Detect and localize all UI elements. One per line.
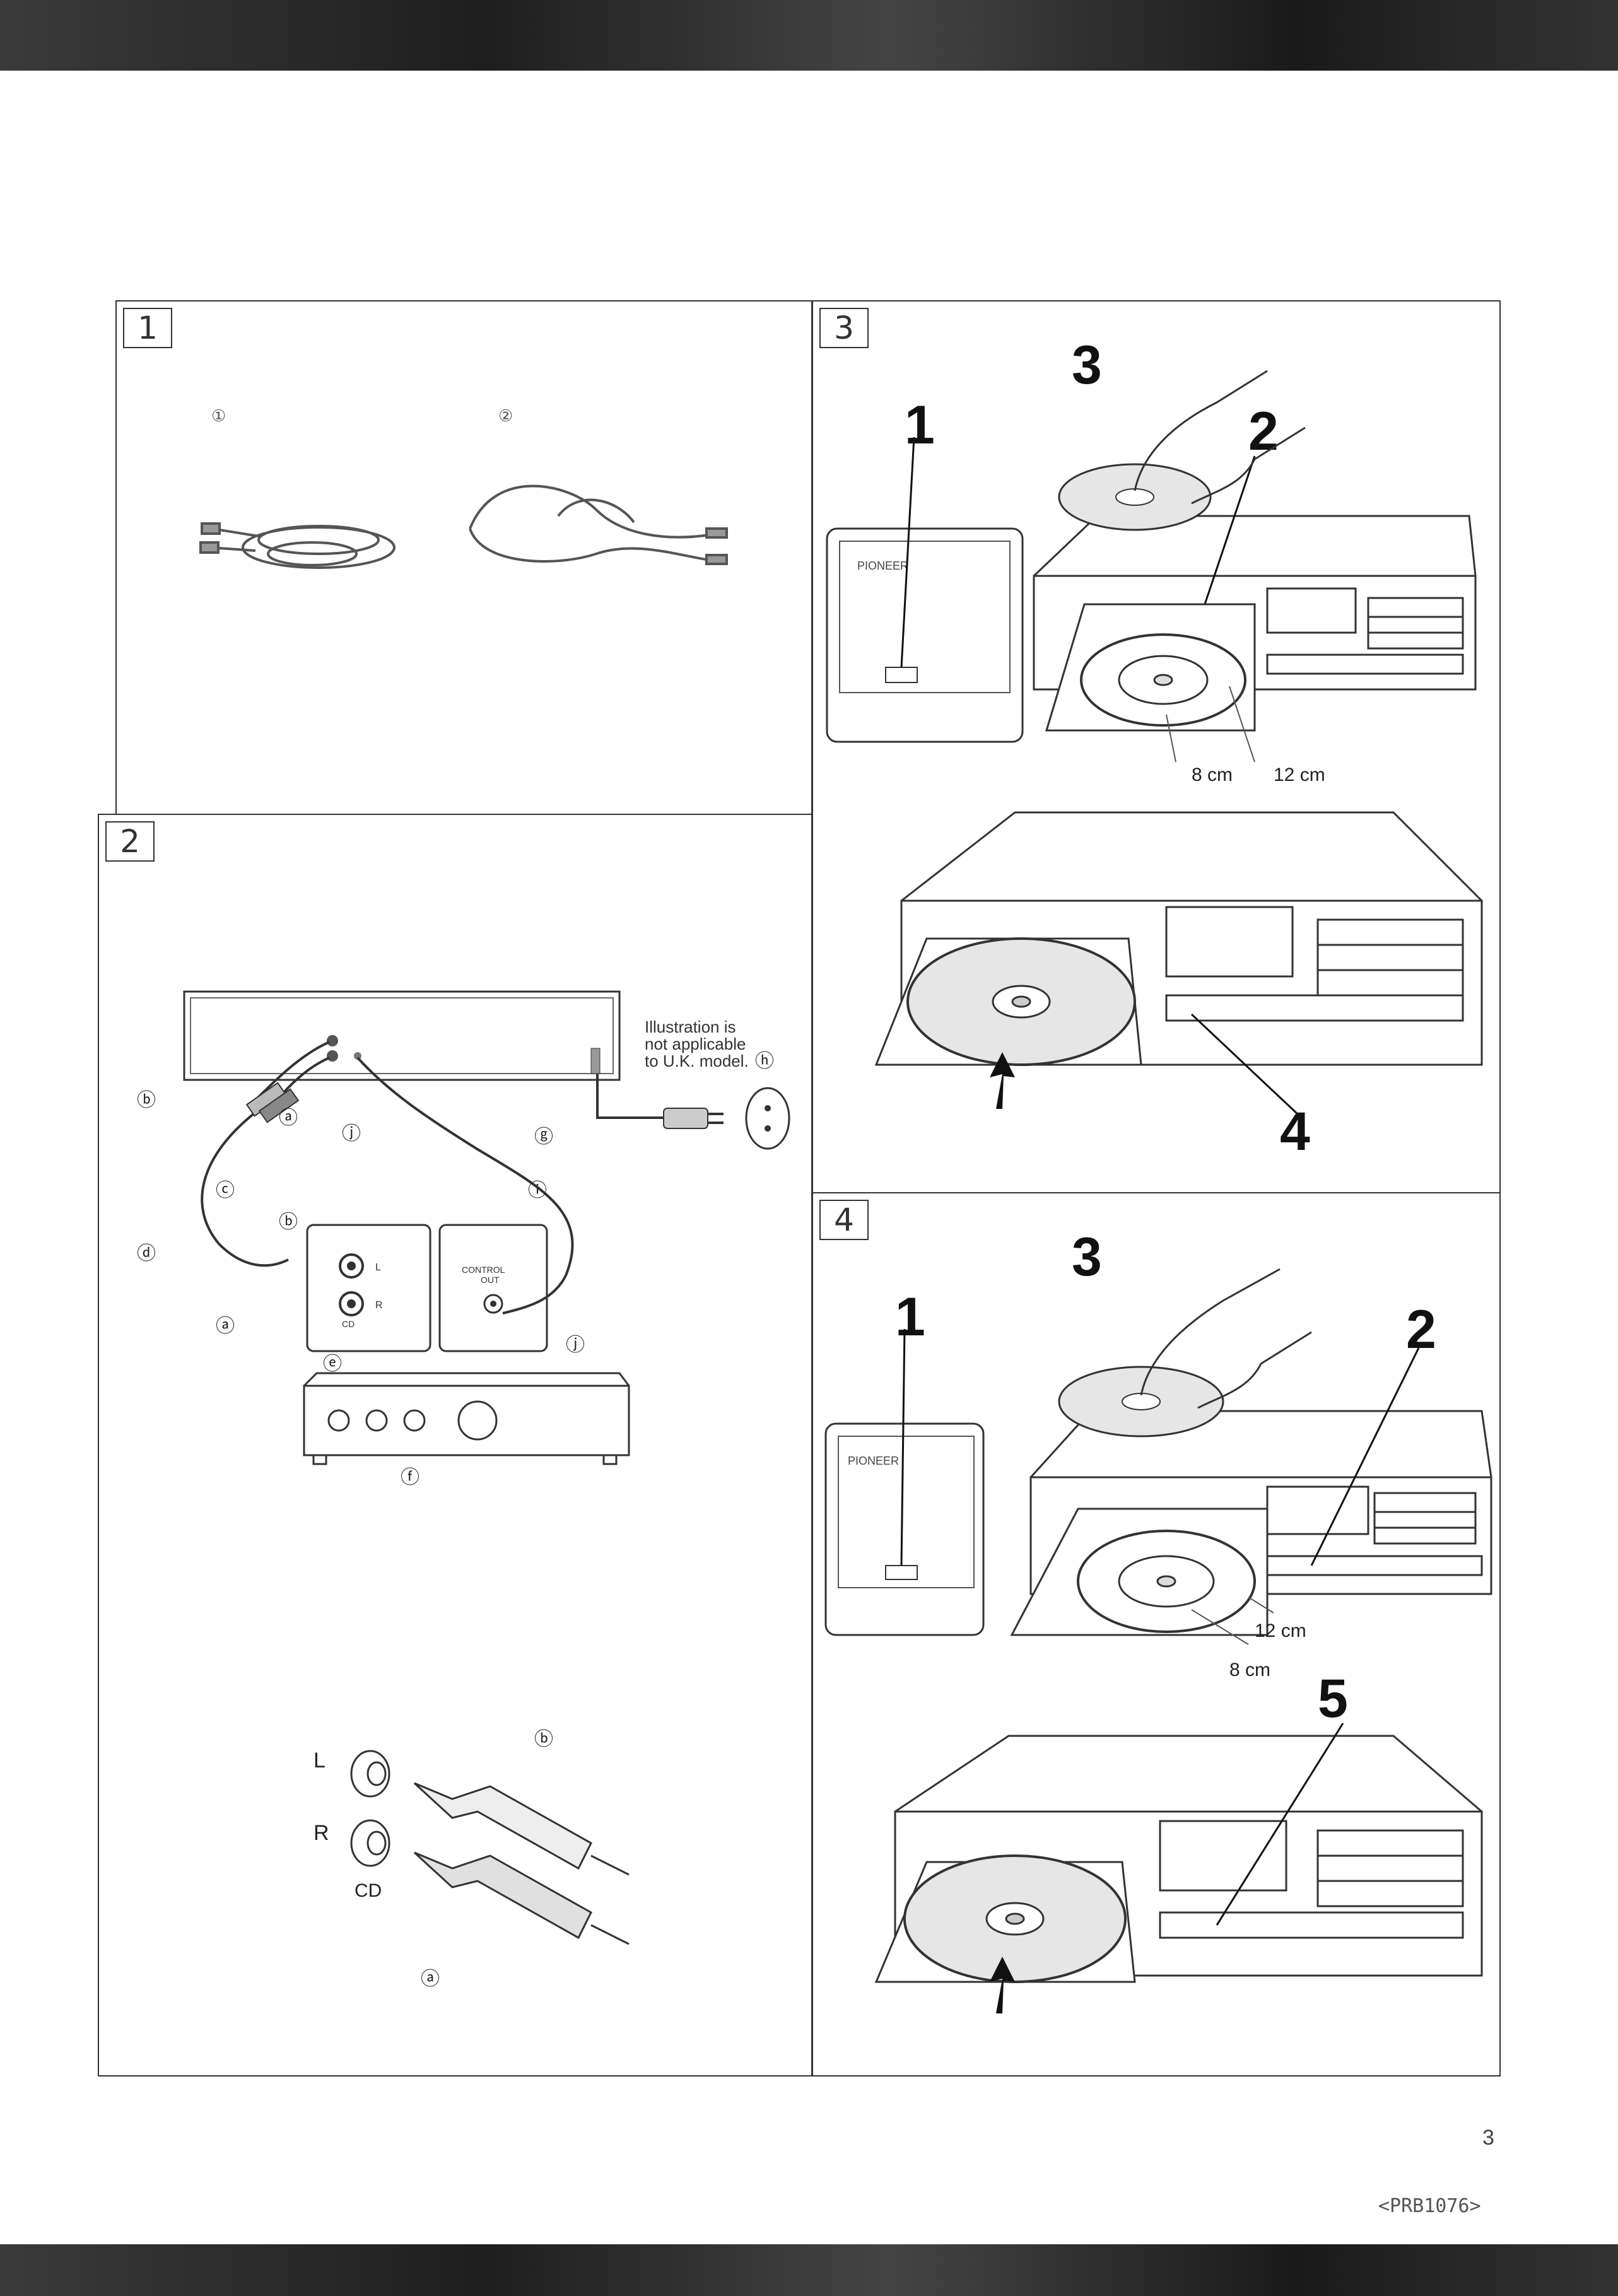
- panel-4-loading-single: 4 1 2 3 5 PIONEER: [812, 1192, 1501, 2076]
- front-panel-inset: PIONEER: [826, 436, 1024, 743]
- size-8cm-label: 8 cm: [1192, 764, 1233, 785]
- open-close-button-icon: [885, 667, 918, 683]
- step-1-label: 1: [905, 395, 935, 455]
- label-f: ⓕ: [401, 1467, 419, 1488]
- step-5-label: 5: [1318, 1668, 1348, 1729]
- control-cable-icon: [469, 484, 728, 565]
- label-e: ⓔ: [323, 1354, 342, 1374]
- cd-player-tray-closing: [874, 811, 1483, 1116]
- bottom-scan-band: [0, 2244, 1618, 2296]
- audio-cable-icon: [199, 522, 396, 569]
- panel-number: 2: [105, 821, 155, 862]
- control-in-jack: [354, 1052, 361, 1060]
- jack-cd-label: CD: [342, 1319, 355, 1329]
- disc-in-hand-icon: [1058, 370, 1306, 531]
- label-a-lower: ⓐ: [216, 1316, 235, 1337]
- label-a: ⓐ: [279, 1108, 298, 1128]
- document-code: <PRB1076>: [1378, 2195, 1481, 2217]
- size-12cm-label: 12 cm: [1255, 1620, 1306, 1641]
- panel-number: 4: [819, 1200, 869, 1240]
- note-line-3: to U.K. model.: [645, 1051, 749, 1070]
- label-i: ⓘ: [528, 1180, 547, 1201]
- single-loading-illustration: 1 2 3 5 PIONEER: [824, 1227, 1492, 2013]
- label-j: ⓙ: [342, 1123, 361, 1144]
- accessories-illustration: ① ②: [199, 406, 728, 569]
- note-line-2: not applicable: [645, 1034, 746, 1053]
- panel-1-accessories: 1 ① ②: [115, 300, 812, 815]
- step-3-label: 3: [1072, 1227, 1102, 1287]
- player-rear-panel: [183, 990, 621, 1081]
- page-number: 3: [1482, 2126, 1494, 2150]
- disc-loading-illustration: 1 2 3 4 PIONEER: [826, 335, 1483, 1162]
- step-3-label: 3: [1072, 335, 1102, 395]
- plug-a-upper: [258, 1088, 300, 1123]
- control-out-label: CONTROL: [462, 1265, 505, 1275]
- open-close-button-icon: [885, 1565, 918, 1580]
- panel-2-connections: 2 Illustration is not applicable to U.K.…: [98, 814, 812, 2076]
- wall-outlet-icon: [745, 1087, 790, 1150]
- cd-player-open-tray: [1010, 1347, 1492, 1645]
- step-2-label: 2: [1406, 1299, 1436, 1360]
- svg-text:OUT: OUT: [481, 1275, 500, 1285]
- jack-l-label: L: [375, 1262, 381, 1273]
- jack-r-label: R: [375, 1300, 383, 1311]
- push-arrow-icon: [990, 1957, 1015, 2013]
- output-jack-l: [327, 1035, 338, 1046]
- panel-number: 1: [123, 308, 172, 348]
- cd-player-tray-closing: [874, 1723, 1483, 1983]
- note-line-1: Illustration is: [645, 1017, 736, 1036]
- amp-control-out-inset: CONTROL OUT: [438, 1224, 548, 1352]
- plug-l-label: L: [314, 1748, 325, 1772]
- rca-plug-closeup: [350, 1750, 630, 1945]
- panel-3-loading-disc: 3 1 2 3 4 PIONEER: [812, 300, 1501, 1193]
- item-1-marker: ①: [211, 406, 226, 425]
- cd-player-open-tray: [1033, 455, 1477, 763]
- label-d: ⓓ: [137, 1243, 156, 1264]
- amplifier-icon: [303, 1372, 630, 1465]
- cables: [201, 1041, 664, 1315]
- push-arrow-icon: [990, 1052, 1015, 1109]
- label-h: ⓗ: [755, 1051, 774, 1072]
- label-j-lower: ⓙ: [566, 1335, 585, 1356]
- brand-label: PIONEER: [857, 559, 908, 572]
- brand-label: PIONEER: [848, 1455, 899, 1467]
- power-plug-icon: [663, 1087, 790, 1150]
- label-a-closeup: ⓐ: [421, 1969, 440, 1989]
- panel-number: 3: [819, 308, 869, 348]
- top-scan-band: [0, 0, 1618, 71]
- size-8cm-label: 8 cm: [1229, 1660, 1270, 1680]
- step-2-label: 2: [1248, 401, 1279, 462]
- amp-cd-input-inset: L R CD: [306, 1224, 431, 1352]
- disc-in-hand-icon: [1058, 1268, 1312, 1438]
- step-1-label: 1: [895, 1287, 925, 1347]
- power-cord-socket: [590, 1048, 601, 1074]
- size-12cm-label: 12 cm: [1274, 764, 1325, 785]
- plug-r-label: R: [314, 1821, 329, 1845]
- connection-diagram: Illustration is not applicable to U.K. m…: [137, 990, 790, 1989]
- front-panel-inset: PIONEER: [824, 1328, 985, 1636]
- label-b: ⓑ: [137, 1090, 156, 1111]
- label-c: ⓒ: [216, 1180, 235, 1201]
- label-g: ⓖ: [534, 1127, 553, 1147]
- label-b-lower: ⓑ: [279, 1212, 298, 1233]
- plug-cd-label: CD: [355, 1880, 382, 1901]
- item-2-marker: ②: [498, 406, 513, 425]
- label-b-closeup: ⓑ: [534, 1729, 553, 1750]
- output-jack-r: [327, 1050, 338, 1062]
